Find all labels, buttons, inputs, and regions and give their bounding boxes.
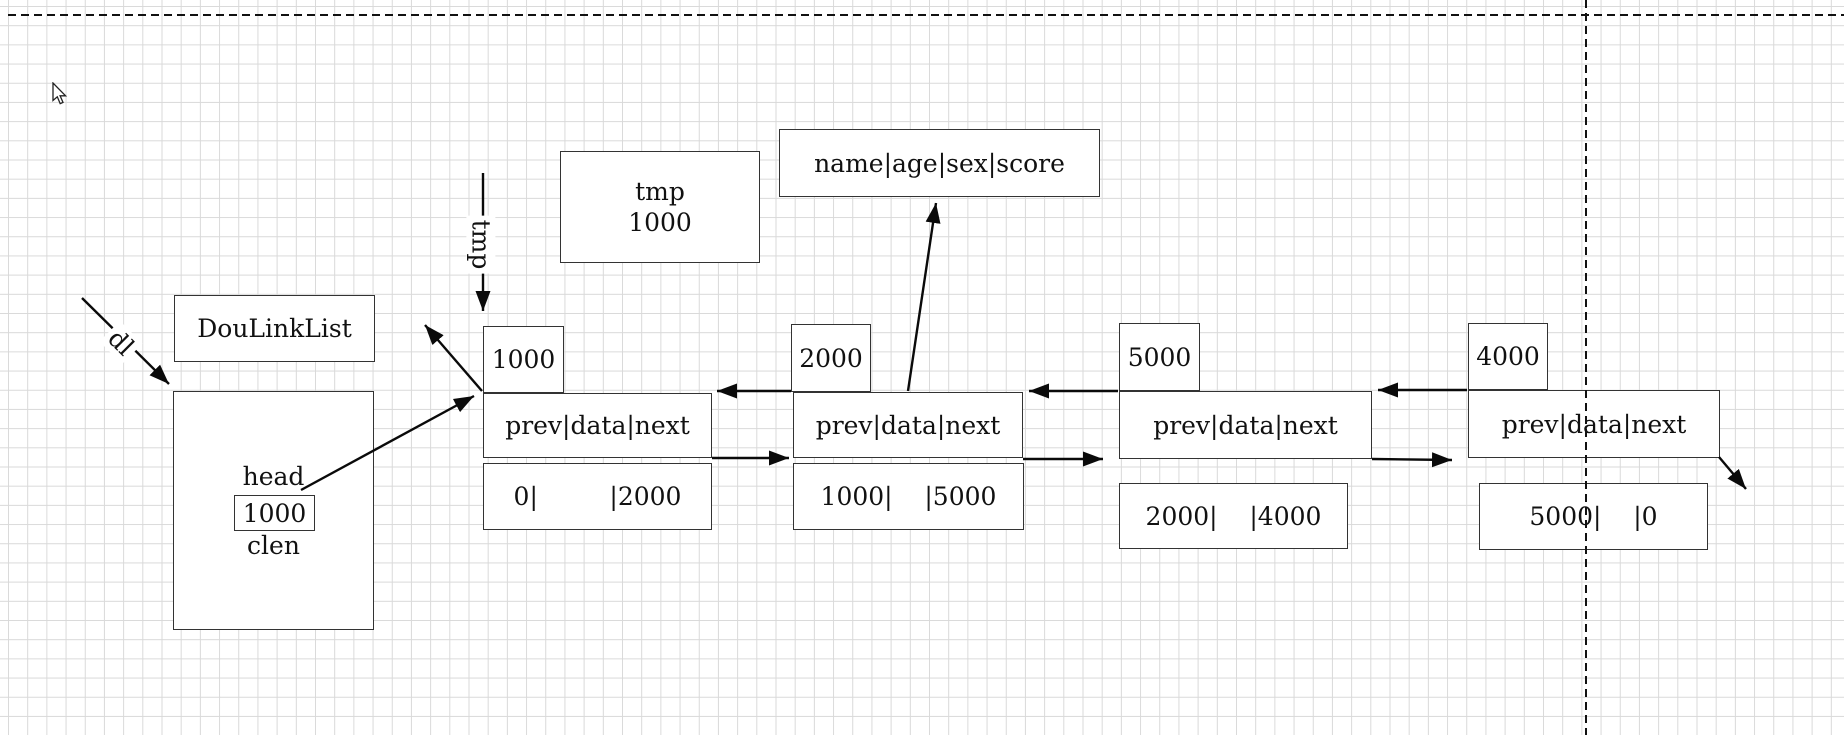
dl-pointer-label[interactable]: dl — [99, 320, 143, 365]
node-4000-address-box[interactable]: 4000 — [1468, 323, 1548, 390]
node-5000-values-box[interactable]: 2000| |4000 — [1119, 483, 1348, 549]
node-2000-address-box[interactable]: 2000 — [791, 324, 871, 392]
node-4000-header-box[interactable]: prev|data|next — [1468, 390, 1720, 458]
node-1000-values-box[interactable]: 0| |2000 — [483, 463, 712, 530]
arrow-node-4000-next-null[interactable] — [1718, 456, 1747, 490]
arrow-node-1000-prev-null[interactable] — [424, 324, 483, 392]
tmp-variable-name: tmp — [635, 177, 685, 206]
arrow-node-2000-data-to-fields[interactable] — [906, 202, 941, 392]
mouse-cursor-icon — [52, 82, 68, 105]
tmp-pointer-label[interactable]: tmp — [466, 215, 496, 274]
head-value-box[interactable]: 1000 — [234, 495, 315, 531]
node-1000-header-box[interactable]: prev|data|next — [483, 393, 712, 458]
node-4000-values-box[interactable]: 5000| |0 — [1479, 483, 1708, 550]
tmp-variable-value: 1000 — [628, 208, 692, 237]
data-fields-box[interactable]: name|age|sex|score — [779, 129, 1100, 197]
node-1000-address-box[interactable]: 1000 — [483, 326, 564, 393]
doulinklist-title-box[interactable]: DouLinkList — [174, 295, 375, 362]
head-field-label: head — [242, 461, 305, 491]
node-2000-header-box[interactable]: prev|data|next — [793, 392, 1023, 458]
tmp-variable-box[interactable]: tmp 1000 — [560, 151, 760, 263]
clen-field-label: clen — [247, 530, 300, 560]
node-2000-values-box[interactable]: 1000| |5000 — [793, 463, 1024, 530]
arrow-node-5000-next[interactable] — [1371, 452, 1453, 468]
node-5000-header-box[interactable]: prev|data|next — [1119, 391, 1372, 459]
node-5000-address-box[interactable]: 5000 — [1119, 323, 1200, 391]
